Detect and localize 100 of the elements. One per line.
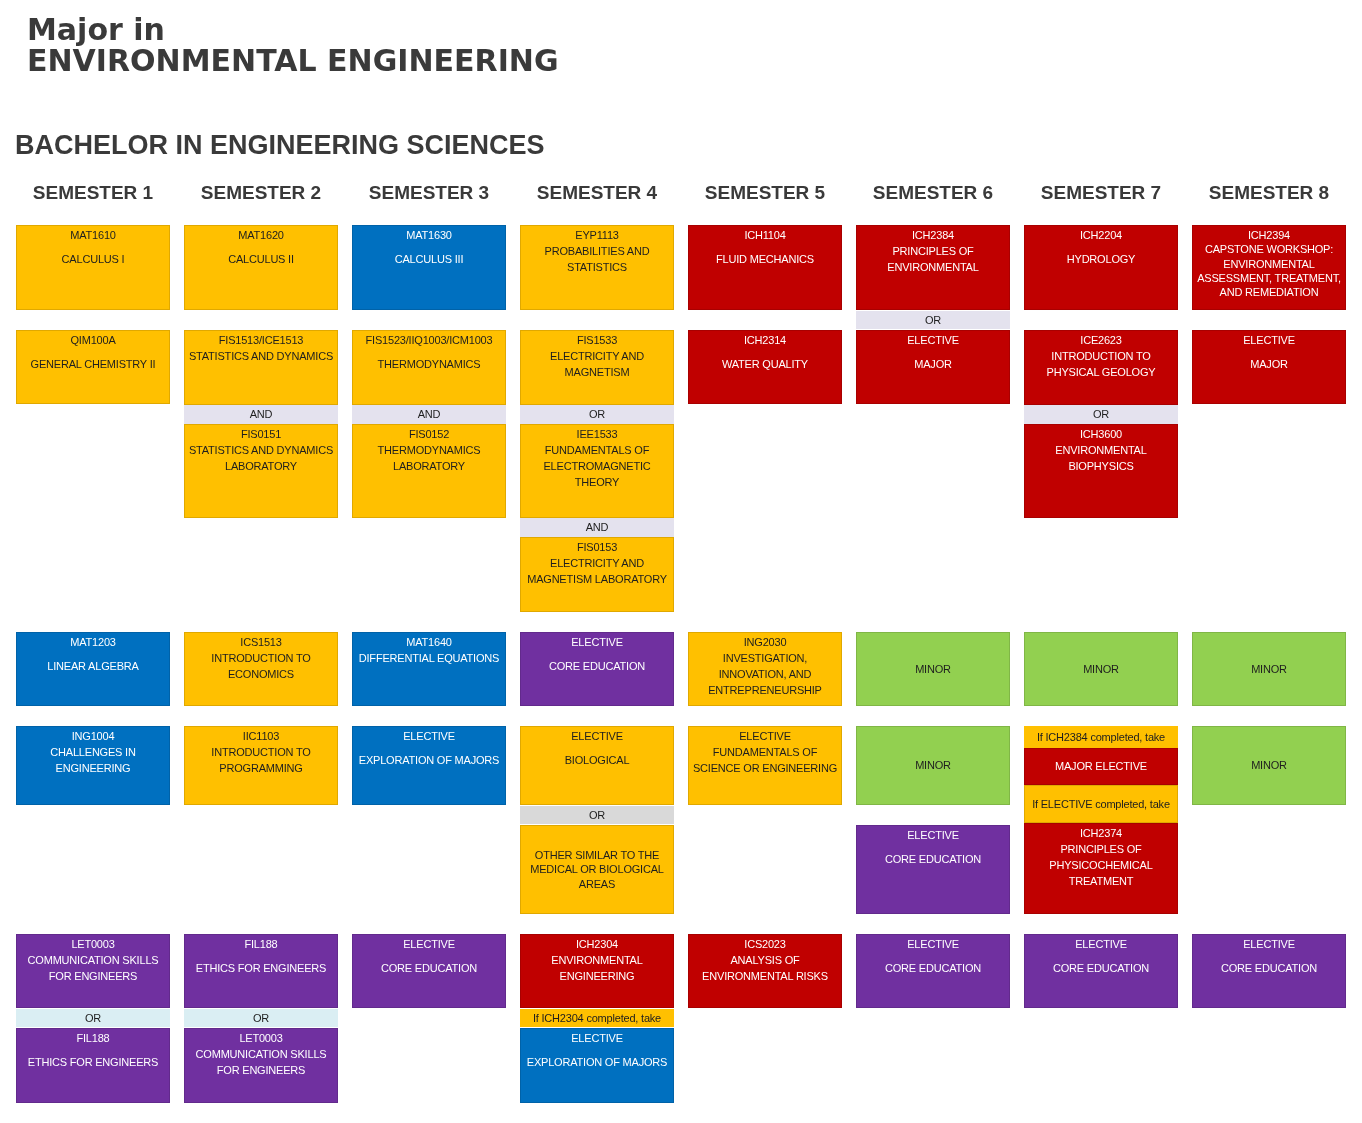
course-code: ELECTIVE [907,828,959,843]
band-text: AND [417,407,441,422]
course-box [1024,632,1178,706]
course-name: ELECTRICITY AND MAGNETISM LABORATORY [526,555,668,587]
course-name: MINOR [1251,661,1287,677]
course-code: ICH2394 [1248,228,1290,243]
course-code: ELECTIVE [571,729,623,744]
course-code: QIM100A [70,333,116,348]
course-name: EXPLORATION OF MAJORS [358,752,500,768]
course-box [520,825,674,914]
condition-band [16,1009,170,1027]
course-box [1024,225,1178,310]
course-name: STATISTICS AND DYNAMICS LABORATORY [187,442,335,474]
course-box [1192,330,1346,404]
course-box [520,424,674,518]
course-name: GENERAL CHEMISTRY II [30,356,156,372]
course-box [856,726,1010,805]
course-box [1024,748,1178,785]
course-code: FIS0152 [408,427,450,442]
course-box [520,1028,674,1103]
course-name: CORE EDUCATION [885,851,981,867]
course-box [856,225,1010,310]
course-name: CALCULUS II [228,251,294,267]
course-name: PRINCIPLES OF PHYSICOCHEMICAL TREATMENT [1048,841,1154,889]
course-name: THERMODYNAMICS [377,356,481,372]
course-name: CORE EDUCATION [1221,960,1317,976]
course-box [352,225,506,310]
course-name: DIFFERENTIAL EQUATIONS [358,650,500,666]
semester-heading: SEMESTER 1 [31,182,155,204]
course-name: CAPSTONE WORKSHOP: ENVIRONMENTAL ASSESSMENT, TREATMENT, AND REMEDIATION [1196,242,1342,300]
course-code: LET0003 [239,1031,283,1046]
course-name: If ELECTIVE completed, take [1032,796,1170,812]
course-code: FIS0151 [240,427,282,442]
band-text: If ICH2304 completed, take [532,1010,662,1026]
course-box [520,726,674,805]
course-box [520,537,674,612]
course-box [1024,934,1178,1008]
course-name: PROBABILITIES AND STATISTICS [543,243,651,275]
course-box [352,424,506,518]
course-name: EXPLORATION OF MAJORS [526,1054,668,1070]
course-code: ICH2304 [576,937,618,952]
course-box [16,330,170,404]
course-box [16,632,170,706]
course-box [184,1028,338,1103]
course-name: MINOR [915,758,951,773]
course-box [184,934,338,1008]
course-box [688,330,842,404]
course-box [184,632,338,706]
course-code: ICH2204 [1080,228,1122,243]
course-name: MINOR [915,661,951,677]
course-box [1024,424,1178,518]
course-code: FIS1513/ICE1513 [218,333,304,348]
condition-band [520,405,674,424]
course-box [16,1028,170,1103]
course-box [688,726,842,805]
course-name: ENVIRONMENTAL BIOPHYSICS [1054,442,1148,474]
condition-band [1024,405,1178,424]
course-box [352,934,506,1008]
course-code: ICH2384 [912,228,954,243]
course-code: ING2030 [743,635,787,650]
course-code: MAT1610 [70,228,116,243]
course-box [184,330,338,405]
course-box [688,934,842,1008]
course-name: CORE EDUCATION [1053,960,1149,976]
course-code: ICS1513 [240,635,282,650]
course-code: IIC1103 [242,729,280,744]
semester-heading: SEMESTER 4 [535,182,659,204]
course-name: ENVIRONMENTAL ENGINEERING [550,952,644,984]
course-name: CALCULUS III [394,251,464,267]
course-code: ELECTIVE [1075,937,1127,952]
course-code: IEE1533 [576,427,618,442]
course-name: THERMODYNAMICS LABORATORY [376,442,482,474]
course-box [520,934,674,1008]
course-box [184,424,338,518]
course-code: FIL188 [76,1031,110,1046]
course-code: ELECTIVE [1243,333,1295,348]
semester-heading: SEMESTER 2 [199,182,323,204]
course-box [1024,785,1178,823]
band-text: AND [585,520,609,535]
course-code: ELECTIVE [403,729,455,744]
course-box [1192,632,1346,706]
course-code: FIS1533 [576,333,618,348]
course-name: MAJOR [914,356,952,372]
condition-band [520,806,674,824]
band-text: If ICH2384 completed, take [1036,729,1166,745]
course-name: OTHER SIMILAR TO THE MEDICAL OR BIOLOGICAL AREAS [529,848,665,891]
course-code: ICH2314 [744,333,786,348]
course-name: CORE EDUCATION [381,960,477,976]
course-box [520,225,674,310]
course-name: MINOR [1251,758,1287,773]
course-name: PRINCIPLES OF ENVIRONMENTAL [886,243,980,275]
course-name: COMMUNICATION SKILLS FOR ENGINEERS [194,1046,328,1078]
condition-band [184,1009,338,1027]
course-name: ELECTRICITY AND MAGNETISM [549,348,645,380]
course-box [856,934,1010,1008]
course-name: WATER QUALITY [722,356,808,372]
course-box [16,225,170,310]
course-code: ELECTIVE [907,937,959,952]
course-box [184,726,338,805]
band-text: OR [1092,407,1110,422]
